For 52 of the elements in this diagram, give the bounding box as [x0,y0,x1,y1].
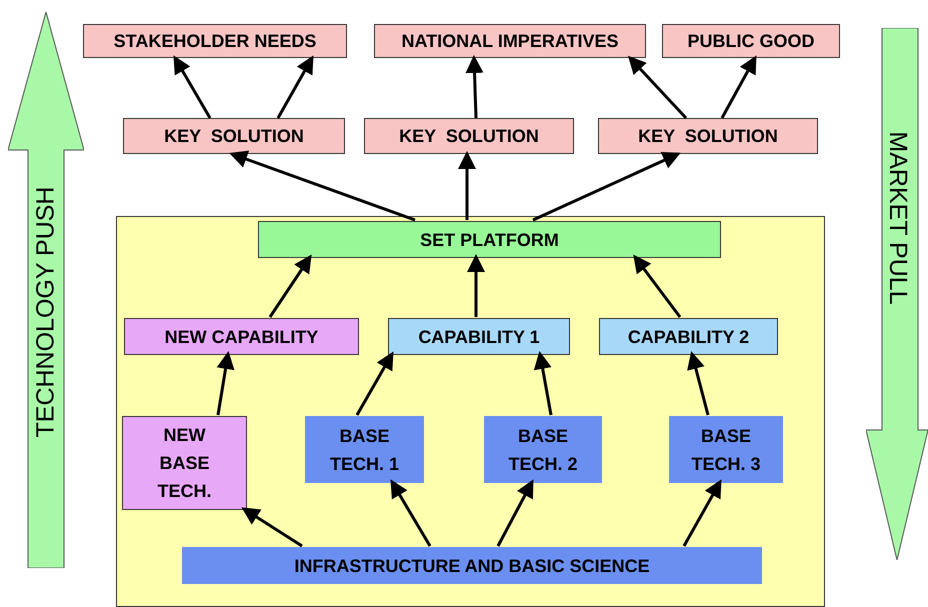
goal-box [662,24,840,58]
arrow [466,55,484,118]
arrow [496,479,534,547]
arrow [216,351,234,416]
arrow [628,56,688,120]
platform-box [258,221,721,258]
box-label: SET PLATFORM [419,228,560,252]
box-label: KEY SOLUTION [163,125,305,148]
arrow [633,254,682,318]
base-box [182,547,762,584]
arrow-label: TECHNOLOGY PUSH [30,186,60,438]
goal-box [374,24,646,58]
arrow [534,351,552,416]
base-box [484,416,602,483]
panel-background [116,216,825,607]
new-capability-box [122,416,247,510]
box-label: KEY SOLUTION [637,125,779,148]
arrow [174,55,212,119]
box-label: NATIONAL IMPERATIVES [400,30,620,53]
goal-box [364,118,574,154]
arrow [687,351,710,416]
goal-box [598,118,818,154]
box-label: INFRASTRUCTURE AND BASIC SCIENCE [293,554,651,578]
arrow [276,55,314,119]
box-label: KEY SOLUTION [398,125,540,148]
box-label: CAPABILITY 1 [417,326,541,348]
box-label: BASE TECH. 2 [507,424,578,476]
box-label: PUBLIC GOOD [686,30,816,53]
box-label: CAPABILITY 2 [626,326,750,348]
box-label: NEW BASE TECH. [156,424,212,503]
arrow [458,151,476,220]
arrow [229,150,416,222]
new-capability-box [124,318,359,355]
box-label: BASE TECH. 1 [328,424,400,476]
base-box [669,416,783,483]
arrow [720,55,756,119]
goal-box [83,24,347,58]
box-label: NEW CAPABILITY [164,326,320,348]
arrow [356,351,394,416]
goal-box [123,118,345,154]
capability-box [599,318,778,355]
arrow [268,254,312,318]
box-label: BASE TECH. 3 [690,424,762,476]
arrow-label: MARKET PULL [882,131,913,305]
arrow [390,479,432,547]
base-box [305,416,424,483]
box-label: STAKEHOLDER NEEDS [112,30,318,53]
arrow [682,479,722,547]
arrow [241,507,303,548]
arrow [467,254,485,317]
capability-box [388,318,570,355]
arrow [532,152,681,222]
